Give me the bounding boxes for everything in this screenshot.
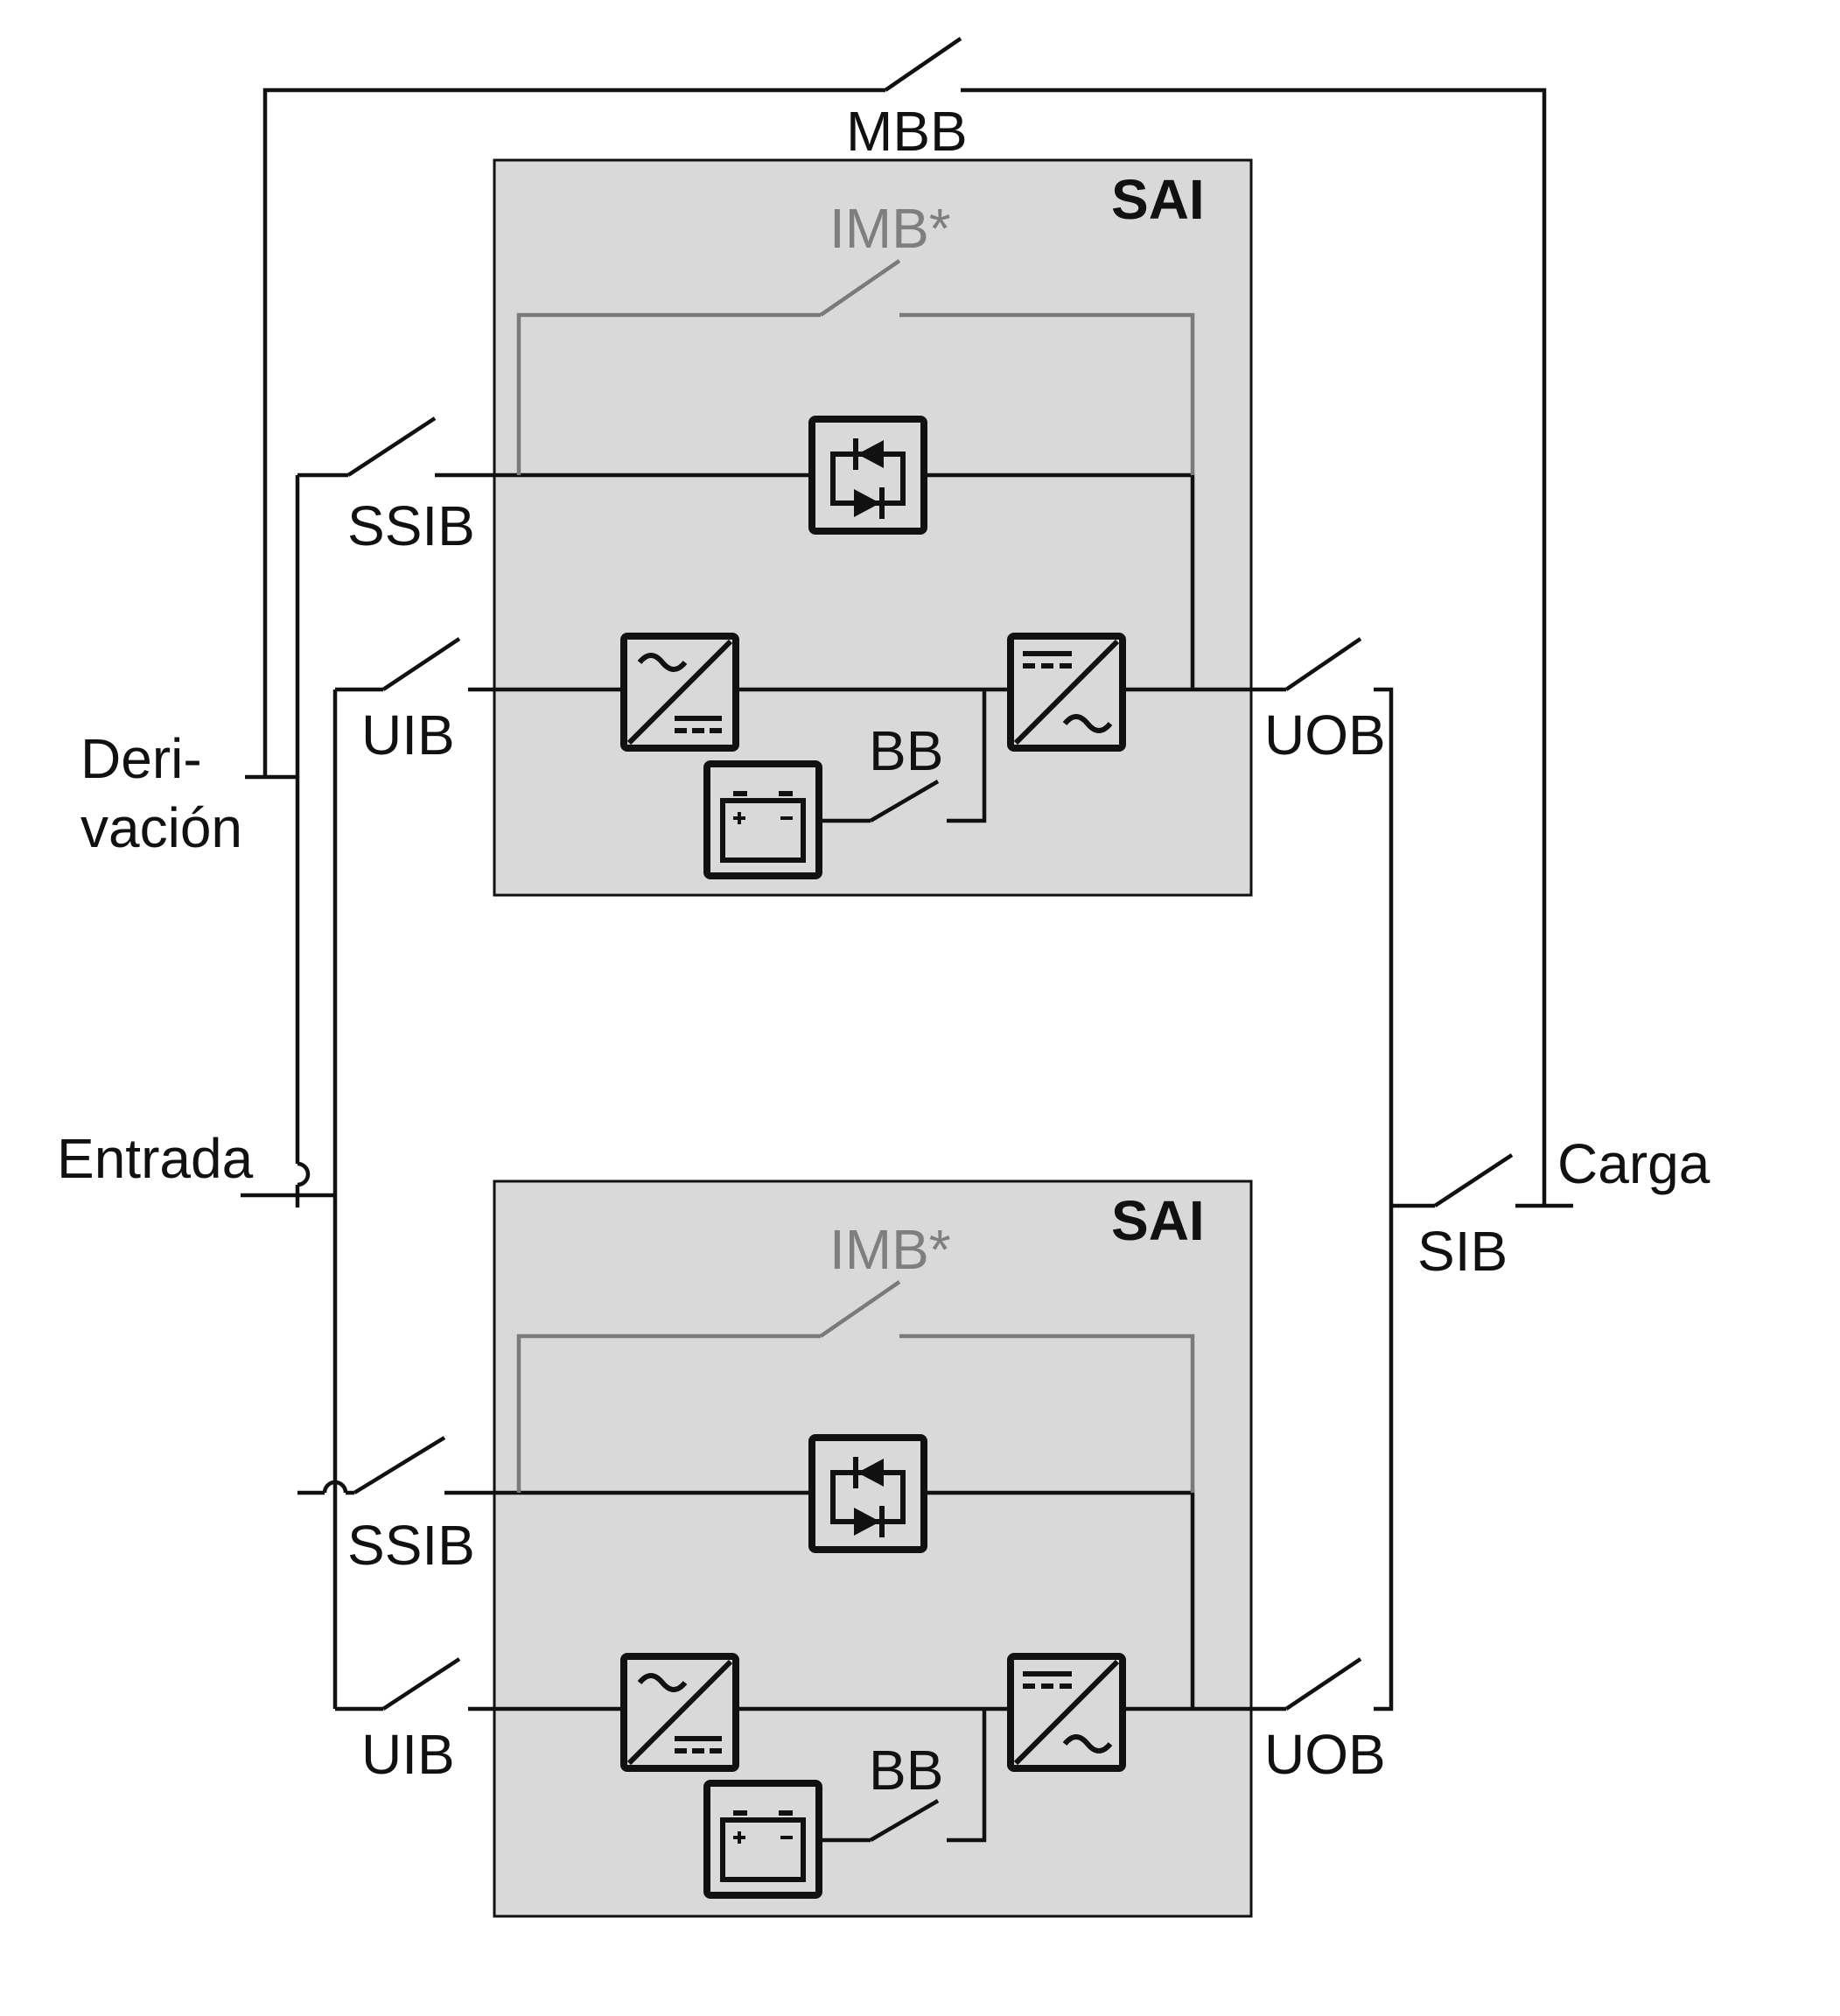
inverter-icon [1011, 636, 1123, 748]
bb-2-breaker[interactable] [869, 1799, 940, 1842]
bb-2-line [947, 1709, 987, 1843]
static-switch-icon [812, 1438, 924, 1550]
battery-icon [707, 1783, 819, 1895]
imb-2-right [899, 1334, 1195, 1493]
uob-1-label: UOB [1264, 704, 1386, 766]
uob-2-label: UOB [1264, 1723, 1386, 1786]
imb-1-right [899, 312, 1195, 475]
uib-1-breaker[interactable] [381, 637, 461, 691]
bypass-crossover-2 [322, 1480, 348, 1494]
output-bus [1374, 687, 1394, 1206]
bb-1-breaker[interactable] [869, 780, 940, 822]
imb-2-label: IMB* [829, 1218, 951, 1281]
ups-2-title: SAI [1111, 1189, 1205, 1252]
sib-breaker[interactable] [1433, 1153, 1514, 1208]
bb-2-label: BB [869, 1739, 943, 1802]
static-switch-icon [812, 419, 924, 531]
ssib-1-label: SSIB [347, 494, 475, 557]
battery-icon [707, 764, 819, 876]
rectifier-icon [624, 636, 736, 748]
rectifier-icon [624, 1656, 736, 1768]
output-bus-2 [1374, 1206, 1394, 1712]
imb-1-label: IMB* [829, 197, 951, 260]
bb-1-label: BB [869, 719, 943, 782]
ssib-1-breaker[interactable] [346, 416, 437, 477]
uob-1-breaker[interactable] [1284, 637, 1362, 691]
bypass-crossover-1 [295, 1161, 311, 1208]
ups-1-title: SAI [1111, 168, 1205, 231]
imb-1-breaker[interactable] [819, 259, 901, 317]
ssib-2-label: SSIB [347, 1514, 475, 1577]
ssib-2-breaker[interactable] [353, 1436, 446, 1494]
uib-1-label: UIB [361, 704, 455, 766]
mbb-line-left [262, 88, 885, 777]
input-label: Entrada [57, 1127, 254, 1190]
imb-1-left [516, 312, 821, 475]
imb-2-breaker[interactable] [819, 1280, 901, 1338]
uib-2-label: UIB [361, 1723, 455, 1786]
inverter-icon [1011, 1656, 1123, 1768]
load-label: Carga [1557, 1132, 1711, 1195]
sib-label: SIB [1417, 1220, 1508, 1283]
mbb-label: MBB [846, 100, 968, 163]
bypass-label-line2: vación [80, 796, 242, 859]
mbb-breaker[interactable] [884, 37, 962, 92]
uob-2-breaker[interactable] [1284, 1657, 1362, 1711]
bypass-label-line1: Deri- [80, 727, 202, 790]
imb-2-left [516, 1334, 821, 1493]
bb-1-line [947, 690, 987, 823]
uib-2-breaker[interactable] [381, 1657, 461, 1711]
mbb-line-right [961, 88, 1547, 1206]
